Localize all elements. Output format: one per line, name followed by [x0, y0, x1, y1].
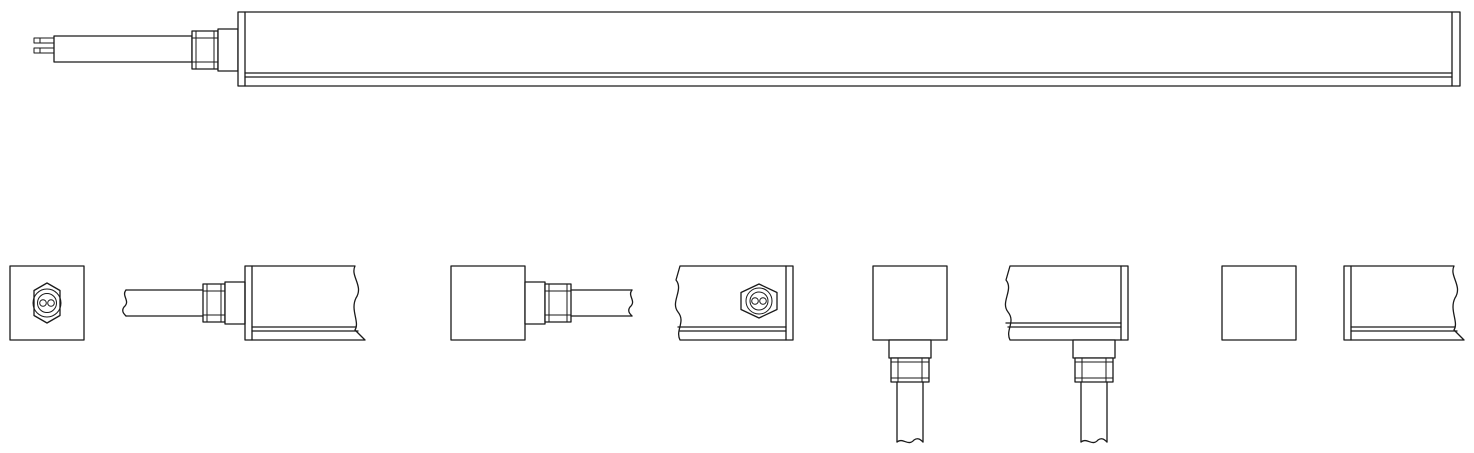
straight-cable-exit-side-view [122, 265, 366, 341]
cable-jacket [53, 35, 193, 63]
cable-wire-ends [33, 37, 55, 54]
plain-end-cap-front-view [1221, 265, 1297, 341]
hex-nut-icon [740, 283, 778, 319]
end-cap [217, 28, 239, 72]
cable-gland [191, 30, 219, 70]
straight-cable-exit-top-view [524, 281, 634, 325]
cable-gland [544, 283, 572, 323]
luminaire-body-section [244, 265, 366, 341]
hex-nut-icon [32, 282, 62, 324]
plain-end-side-view [1343, 265, 1465, 341]
cable-gland [890, 357, 930, 383]
luminaire-body [237, 11, 1461, 87]
cable-gland [1074, 357, 1114, 383]
side-connector-side-view [674, 265, 794, 341]
downward-cable-side-view [1004, 265, 1129, 444]
blank-end-cap-front-view [450, 265, 526, 341]
full-length-side-view [33, 11, 1461, 87]
downward-cable-end-view [872, 265, 948, 444]
cable-gland [202, 281, 246, 325]
end-cap-with-connector-front-view [9, 265, 85, 341]
